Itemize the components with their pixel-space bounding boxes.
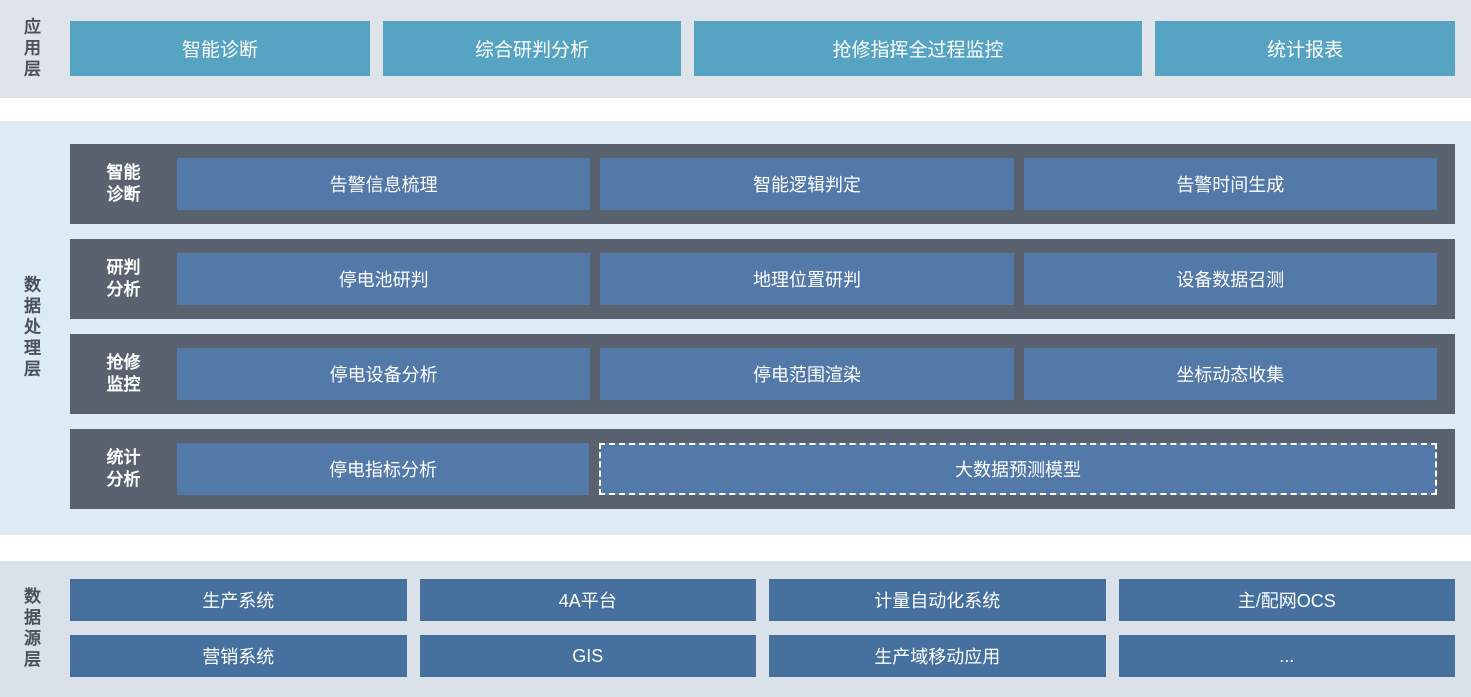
app-block-repair-command-monitoring: 抢修指挥全过程监控 bbox=[694, 21, 1142, 76]
proc-block-outage-range-rendering: 停电范围渲染 bbox=[600, 348, 1014, 400]
processing-row-intelligent-diagnosis: 智能诊断 告警信息梳理 智能逻辑判定 告警时间生成 bbox=[70, 144, 1455, 224]
processing-row-label: 智能诊断 bbox=[106, 162, 141, 204]
proc-block-outage-indicator-analysis: 停电指标分析 bbox=[177, 443, 589, 495]
src-block-production-mobile-app: 生产域移动应用 bbox=[769, 635, 1106, 677]
application-layer-band: 应用层 智能诊断 综合研判分析 抢修指挥全过程监控 统计报表 bbox=[0, 0, 1471, 98]
processing-rows: 智能诊断 告警信息梳理 智能逻辑判定 告警时间生成 研判分析 停电池研判 地理位… bbox=[70, 144, 1455, 509]
processing-row-items: 停电池研判 地理位置研判 设备数据召测 bbox=[177, 253, 1437, 305]
processing-row-items: 告警信息梳理 智能逻辑判定 告警时间生成 bbox=[177, 158, 1437, 210]
application-layer-label: 应用层 bbox=[21, 17, 40, 81]
source-row-2: 营销系统 GIS 生产域移动应用 ... bbox=[70, 635, 1455, 677]
source-rows: 生产系统 4A平台 计量自动化系统 主/配网OCS 营销系统 GIS 生产域移动… bbox=[70, 579, 1455, 677]
app-block-intelligent-diagnosis: 智能诊断 bbox=[70, 21, 370, 76]
proc-block-device-data-call: 设备数据召测 bbox=[1023, 253, 1437, 305]
processing-row-label: 研判分析 bbox=[106, 257, 141, 299]
app-block-statistical-reports: 统计报表 bbox=[1155, 21, 1455, 76]
src-block-marketing-system: 营销系统 bbox=[70, 635, 407, 677]
processing-row-repair-monitoring: 抢修监控 停电设备分析 停电范围渲染 坐标动态收集 bbox=[70, 334, 1455, 414]
data-source-layer-band: 数据源层 生产系统 4A平台 计量自动化系统 主/配网OCS 营销系统 GIS … bbox=[0, 561, 1471, 697]
proc-block-alarm-info-sorting: 告警信息梳理 bbox=[177, 158, 591, 210]
processing-row-label: 统计分析 bbox=[106, 447, 141, 489]
proc-block-alarm-time-generation: 告警时间生成 bbox=[1023, 158, 1437, 210]
src-block-production-system: 生产系统 bbox=[70, 579, 407, 621]
processing-row-judgment-analysis: 研判分析 停电池研判 地理位置研判 设备数据召测 bbox=[70, 239, 1455, 319]
proc-block-bigdata-prediction-model: 大数据预测模型 bbox=[599, 443, 1437, 495]
processing-row-items: 停电设备分析 停电范围渲染 坐标动态收集 bbox=[177, 348, 1437, 400]
src-block-ellipsis: ... bbox=[1118, 635, 1455, 677]
processing-row-statistical-analysis: 统计分析 停电指标分析 大数据预测模型 bbox=[70, 429, 1455, 509]
source-row-1: 生产系统 4A平台 计量自动化系统 主/配网OCS bbox=[70, 579, 1455, 621]
proc-block-geo-location-judgment: 地理位置研判 bbox=[600, 253, 1014, 305]
src-block-metering-automation-system: 计量自动化系统 bbox=[769, 579, 1106, 621]
proc-block-coordinate-dynamic-collection: 坐标动态收集 bbox=[1023, 348, 1437, 400]
data-processing-layer-band: 数据处理层 智能诊断 告警信息梳理 智能逻辑判定 告警时间生成 研判分析 停电池… bbox=[0, 121, 1471, 535]
processing-row-label: 抢修监控 bbox=[106, 352, 141, 394]
proc-block-outage-device-analysis: 停电设备分析 bbox=[177, 348, 591, 400]
proc-block-intelligent-logic-judgment: 智能逻辑判定 bbox=[600, 158, 1014, 210]
data-source-layer-label: 数据源层 bbox=[21, 587, 40, 671]
src-block-main-distribution-ocs: 主/配网OCS bbox=[1118, 579, 1455, 621]
src-block-gis: GIS bbox=[419, 635, 756, 677]
proc-block-outage-judgment: 停电池研判 bbox=[177, 253, 591, 305]
data-processing-layer-label: 数据处理层 bbox=[21, 275, 40, 381]
src-block-4a-platform: 4A平台 bbox=[419, 579, 756, 621]
app-block-comprehensive-analysis: 综合研判分析 bbox=[383, 21, 681, 76]
application-button-row: 智能诊断 综合研判分析 抢修指挥全过程监控 统计报表 bbox=[70, 21, 1455, 76]
processing-row-items: 停电指标分析 大数据预测模型 bbox=[177, 443, 1437, 495]
